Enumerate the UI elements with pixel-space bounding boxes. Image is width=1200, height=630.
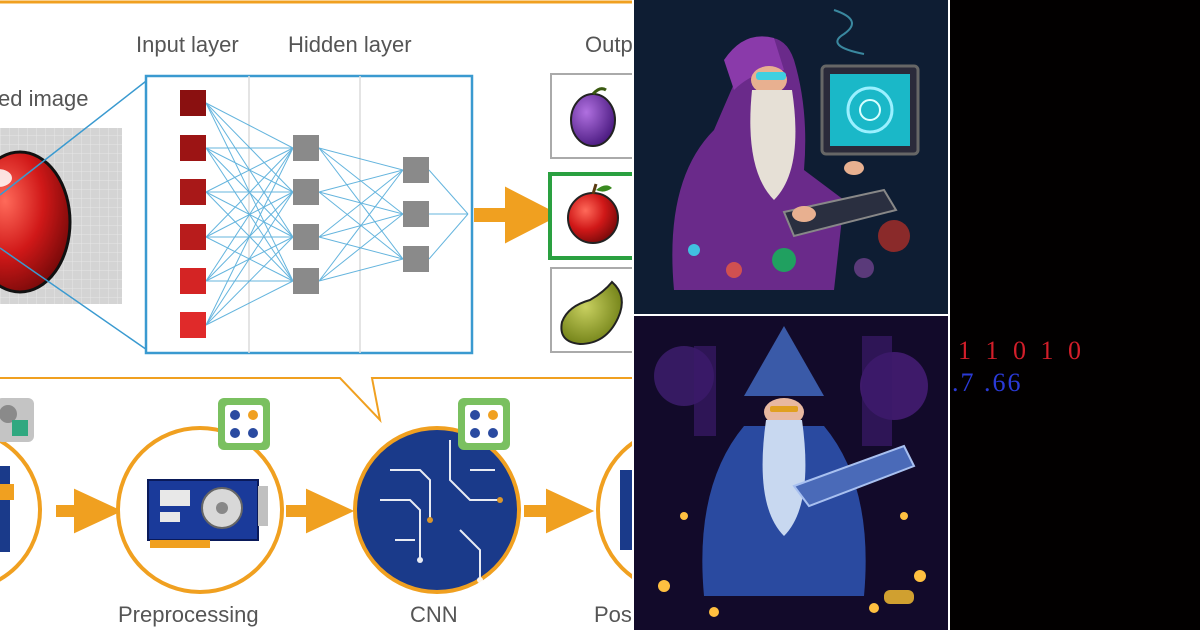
- input-node: [180, 90, 206, 116]
- cnn-diagram-graphic: [0, 0, 632, 594]
- pipeline-stage-post: [596, 441, 632, 579]
- wizard-laptop-artwork: [634, 316, 948, 630]
- network-badge-icon: [218, 398, 270, 450]
- connection-line: [318, 147, 404, 171]
- input-layer-nodes: [180, 90, 206, 338]
- input-node: [180, 312, 206, 338]
- hidden-layer-2-nodes: [403, 157, 429, 272]
- connection-line: [205, 280, 294, 326]
- wizard-computer-artwork: [634, 0, 948, 314]
- connection-line: [318, 213, 404, 282]
- hidden-node: [403, 157, 429, 183]
- decimal-values-line: .7 .66: [952, 368, 1023, 397]
- code-panel: 1 1 0 1 0 .7 .66: [950, 0, 1200, 630]
- binary-digits-line: 1 1 0 1 0: [958, 336, 1085, 365]
- connection-line: [205, 191, 294, 326]
- hidden-node: [403, 246, 429, 272]
- wizard-computer-illustration: [634, 0, 948, 314]
- pipeline-stage-preprocessing: [116, 426, 284, 594]
- hidden-node: [293, 179, 319, 205]
- pipeline-stage-cnn: [353, 426, 521, 594]
- input-node: [180, 224, 206, 250]
- gpu-card-icon: [147, 479, 268, 548]
- output-layer-label: Outp: [585, 32, 632, 57]
- connection-line: [205, 102, 294, 149]
- input-node: [180, 179, 206, 205]
- connection-line: [318, 169, 404, 282]
- post-label: Pos: [594, 602, 632, 627]
- pipeline-arrow-2: [286, 488, 355, 534]
- pipeline-stage-input: [0, 438, 42, 582]
- output-apple-box: [548, 172, 632, 260]
- connection-line: [318, 169, 404, 238]
- connection-line: [428, 213, 469, 260]
- callout-outline: [0, 377, 632, 424]
- hidden-node: [403, 201, 429, 227]
- output-arrow: [474, 186, 561, 244]
- output-plum-box: [550, 73, 632, 159]
- input-node: [180, 135, 206, 161]
- connection-line: [318, 169, 404, 193]
- network-badge-icon: [458, 398, 510, 450]
- connection-line: [318, 258, 404, 282]
- connection-line: [205, 147, 294, 238]
- output-pear-box: [550, 267, 632, 353]
- connection-line: [205, 147, 294, 326]
- cnn-label: CNN: [410, 602, 458, 627]
- hidden-layer-1-nodes: [293, 135, 319, 294]
- preprocessing-label: Preprocessing: [118, 602, 259, 627]
- connection-line: [428, 169, 469, 215]
- connection-line: [205, 147, 294, 193]
- connection-line: [205, 147, 294, 282]
- hidden-node: [293, 224, 319, 250]
- input-image: [0, 77, 151, 353]
- hidden-node: [293, 268, 319, 294]
- hidden-layer-label: Hidden layer: [288, 32, 412, 57]
- input-image-label: ed image: [0, 86, 89, 111]
- network-connections: [205, 102, 469, 326]
- hidden-node: [293, 135, 319, 161]
- wizard-laptop-illustration: [634, 316, 948, 630]
- connection-line: [205, 236, 294, 326]
- cnn-diagram: ed image Input layer Hidden layer Outp P…: [0, 0, 632, 627]
- 3d-shapes-icon: [0, 398, 34, 442]
- pipeline-arrow-1: [56, 488, 123, 534]
- circuit-icon: [380, 440, 503, 583]
- input-layer-label: Input layer: [136, 32, 239, 57]
- pipeline-arrow-3: [524, 488, 595, 534]
- input-node: [180, 268, 206, 294]
